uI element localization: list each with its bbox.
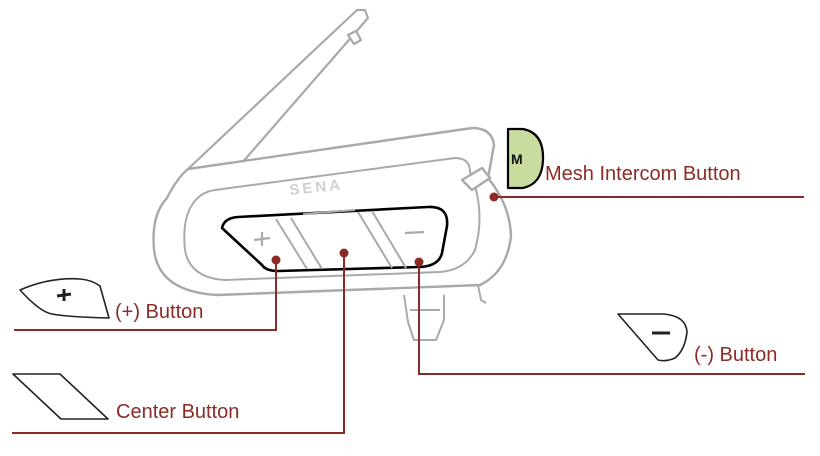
mesh-key-letter: M [511, 151, 523, 167]
center-key-icon [12, 373, 109, 420]
plus-leader-line [14, 260, 277, 331]
button-rocker [220, 205, 449, 273]
plus-key-icon [19, 277, 110, 319]
plus-leader-dot [271, 255, 281, 265]
leader-dots [271, 192, 499, 267]
mesh-key-icon: M [506, 127, 545, 190]
minus-leader-line [418, 262, 805, 375]
minus-leader-dot [414, 257, 424, 267]
minus-button-symbol [404, 230, 425, 235]
minus-key-icon [617, 313, 688, 362]
center-leader-dot [339, 248, 349, 258]
leader-lines [12, 196, 805, 434]
brand-logo: SENA [289, 176, 344, 199]
center-button-label: Center Button [116, 401, 240, 423]
plus-button-label: (+) Button [115, 301, 204, 323]
center-leader-line [12, 253, 345, 434]
mount-clamp [403, 284, 487, 341]
plus-button-symbol [253, 232, 271, 246]
minus-button-label: (-) Button [694, 344, 778, 366]
mesh-intercom-button-label: Mesh Intercom Button [545, 163, 741, 185]
mesh-leader-dot [489, 192, 499, 202]
